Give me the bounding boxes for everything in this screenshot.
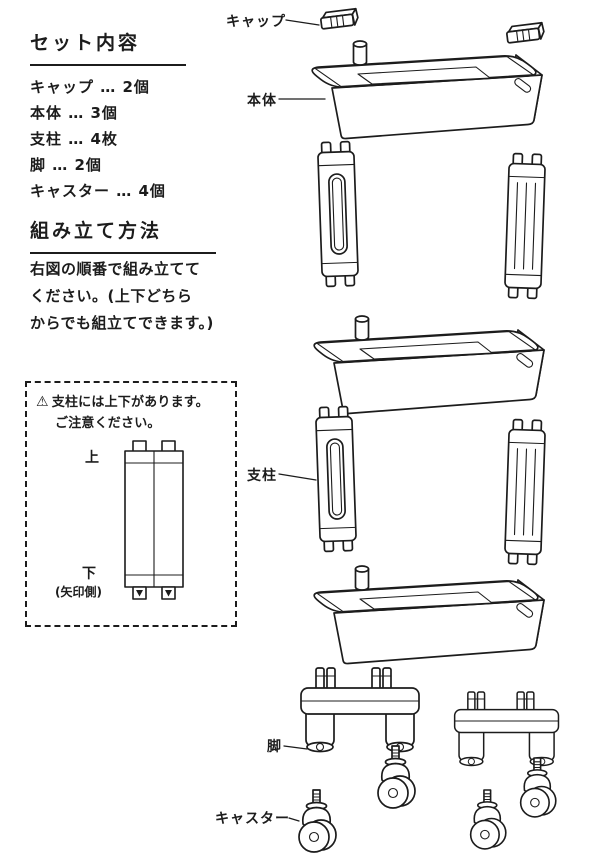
diagram-label-caster: キャスター	[215, 811, 290, 827]
warning-icon: ⚠	[36, 394, 49, 410]
assembly-line: ください。(上下どちら	[30, 287, 193, 305]
diagram-label-leg: 脚	[267, 739, 282, 755]
assembly-instructions: 右図の順番で組み立てて ください。(上下どちら からでも組立てできます。)	[30, 256, 214, 337]
post-orientation-warning-box: ⚠支柱には上下があります。 ご注意ください。 上 下 (矢印側)	[25, 381, 237, 627]
section-title-set-contents: セット内容	[30, 28, 186, 66]
warning-text-1: 支柱には上下があります。	[51, 395, 209, 410]
list-item-body: 本体 … 3個	[30, 104, 118, 122]
cap-illustration-1	[319, 7, 360, 30]
diagram-label-post: 支柱	[247, 468, 277, 484]
minipost-top-label: 上	[85, 450, 99, 466]
caster-illustration-2	[298, 789, 337, 853]
minipost-arrow-side-label: (矢印側)	[55, 585, 102, 599]
bin-illustration-1	[311, 40, 543, 140]
cap-illustration-2	[505, 21, 546, 44]
post-illustration-2	[503, 152, 547, 300]
warning-line-2: ご注意ください。	[55, 416, 161, 431]
assembly-line: 右図の順番で組み立てて	[30, 260, 201, 278]
down-arrow-icon	[165, 590, 172, 597]
post-illustration-1	[316, 140, 360, 288]
leg-illustration-2	[453, 691, 560, 767]
set-contents-list: キャップ … 2個 本体 … 3個 支柱 … 4枚 脚 … 2個 キャスター ……	[30, 74, 166, 204]
minipost-illustration	[124, 440, 184, 600]
post-illustration-3	[314, 405, 358, 553]
pointer-lines	[278, 19, 326, 822]
bin-illustration-2	[313, 315, 545, 415]
caster-illustration-1	[377, 745, 416, 809]
leg-illustration-1	[300, 667, 420, 753]
list-item-cap: キャップ … 2個	[30, 78, 150, 96]
caster-illustration-4	[469, 789, 507, 850]
list-item-post: 支柱 … 4枚	[30, 130, 118, 148]
list-item-caster: キャスター … 4個	[30, 182, 166, 200]
minipost-bottom-label: 下	[82, 566, 96, 582]
assembly-line: からでも組立てできます。)	[30, 314, 214, 332]
warning-line-1: ⚠支柱には上下があります。	[36, 392, 209, 413]
list-item-leg: 脚 … 2個	[30, 156, 102, 174]
down-arrow-icon	[136, 590, 143, 597]
bin-illustration-3	[313, 565, 545, 665]
post-illustration-4	[503, 418, 547, 566]
diagram-label-body: 本体	[247, 93, 277, 109]
section-title-assembly: 組み立て方法	[30, 216, 216, 254]
caster-illustration-3	[519, 757, 557, 818]
diagram-label-cap: キャップ	[226, 14, 286, 30]
